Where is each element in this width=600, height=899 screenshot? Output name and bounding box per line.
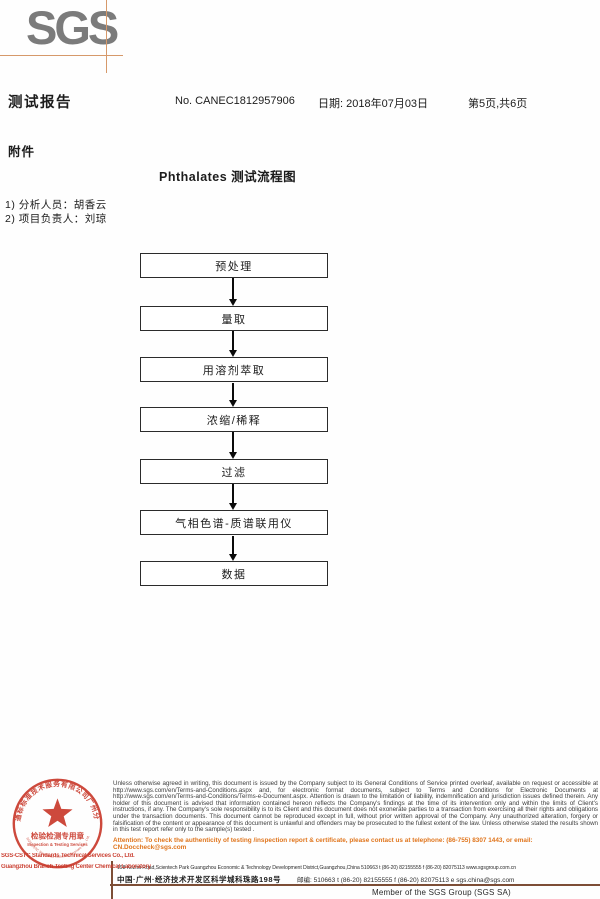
- flow-step-pretreatment: 预处理: [140, 253, 328, 278]
- report-title: 测试报告: [8, 95, 72, 111]
- flow-step-concentrate-dilute: 浓缩/稀释: [140, 407, 328, 432]
- arrow-down-icon: [229, 484, 237, 510]
- flow-step-filter: 过滤: [140, 459, 328, 484]
- inspection-stamp-seal: 通标标准技术服务有限公司广州分公司 SGS-CSTC Standards Tec…: [11, 777, 103, 869]
- stamp-caption-company: SGS-CSTC Standards Technical Services Co…: [1, 853, 135, 859]
- stamp-caption-laboratory: Guangzhou Branch Testing Center Chemical…: [1, 864, 151, 870]
- crop-mark-vertical: [106, 0, 107, 73]
- footer-divider-vertical: [111, 861, 113, 899]
- stamp-inner-title: 检验检测专用章: [31, 830, 85, 840]
- flow-step-data: 数据: [140, 561, 328, 586]
- flow-step-measure: 量取: [140, 306, 328, 331]
- flow-step-gcms: 气相色谱-质谱联用仪: [140, 510, 328, 535]
- address-chinese-row: 中国·广州·经济技术开发区科学城科珠路198号 邮编: 510663 t (86…: [117, 874, 598, 885]
- flowchart-title: Phthalates 测试流程图: [159, 170, 297, 184]
- arrow-down-icon: [229, 278, 237, 306]
- report-number: No. CANEC1812957906: [175, 95, 295, 107]
- sgs-logo: SGS: [26, 1, 119, 54]
- address-english: 198 Kezhu Road,Scientech Park Guangzhou …: [117, 865, 517, 871]
- page-indicator: 第5页,共6页: [468, 98, 528, 110]
- star-icon: [42, 798, 73, 828]
- flow-step-solvent-extraction: 用溶剂萃取: [140, 357, 328, 382]
- project-leader-line: 2) 项目负责人：刘琼: [5, 213, 107, 225]
- stamp-ring: [12, 778, 103, 869]
- attachment-label: 附件: [8, 145, 36, 159]
- attention-text: Attention: To check the authenticity of …: [113, 836, 533, 851]
- address-chinese-contact: 邮编: 510663 t (86-20) 82155555 f (86-20) …: [296, 877, 515, 884]
- report-date: 日期: 2018年07月03日: [318, 98, 429, 110]
- arrow-down-icon: [229, 432, 237, 459]
- arrow-down-icon: [229, 536, 237, 561]
- arrow-down-icon: [229, 331, 237, 357]
- arrow-down-icon: [229, 383, 237, 407]
- stamp-inner-subtitle: Inspection & Testing Services: [27, 842, 88, 847]
- sgs-member-text: Member of the SGS Group (SGS SA): [372, 888, 511, 897]
- legal-block: Unless otherwise agreed in writing, this…: [113, 780, 598, 851]
- address-chinese: 中国·广州·经济技术开发区科学城科珠路198号: [117, 875, 282, 884]
- analyst-line: 1) 分析人员：胡香云: [5, 199, 107, 211]
- disclaimer-text: Unless otherwise agreed in writing, this…: [113, 780, 598, 834]
- crop-mark-horizontal: [0, 55, 123, 56]
- footer-divider-horizontal: [110, 884, 600, 886]
